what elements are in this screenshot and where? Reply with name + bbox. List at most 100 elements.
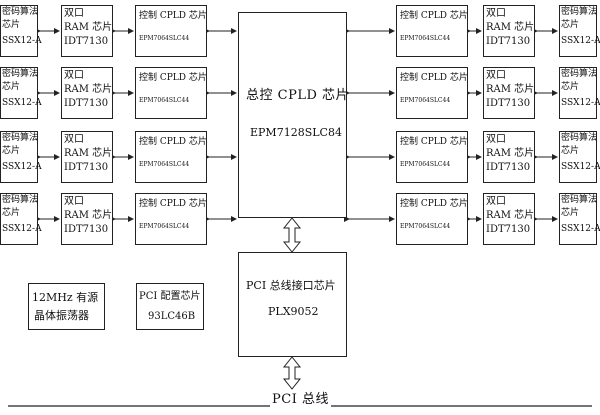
pci-config-box: [136, 283, 204, 330]
control-cpld-part: EPM7064SLC44: [139, 161, 190, 168]
control-cpld-part: EPM7064SLC44: [139, 97, 190, 104]
crypto-chip-line1: 密码算法: [561, 7, 598, 17]
dual-ram-box-left-1: [61, 5, 113, 57]
master-cpld-part: EPM7128SLC84: [250, 126, 342, 139]
crypto-chip-box-left-4: [0, 193, 38, 245]
dual-ram-line3: IDT7130: [64, 224, 109, 235]
crypto-chip-line3: SSX12-A: [2, 98, 42, 108]
control-cpld-box-left-4: [135, 193, 207, 245]
control-cpld-box-right-4: [396, 193, 468, 245]
crypto-chip-box-left-1: [0, 5, 38, 57]
crypto-chip-line2: 芯片: [561, 208, 580, 218]
dual-ram-line2: RAM 芯片: [64, 22, 113, 33]
control-cpld-line1: 控制 CPLD 芯片: [400, 199, 468, 209]
crypto-chip-line3: SSX12-A: [561, 36, 600, 46]
dual-ram-line1: 双口: [486, 8, 506, 19]
dual-ram-line3: IDT7130: [64, 162, 109, 173]
crypto-chip-line2: 芯片: [561, 146, 580, 156]
dual-ram-box-right-4: [483, 193, 535, 245]
dual-ram-line2: RAM 芯片: [486, 84, 535, 95]
dual-ram-line1: 双口: [64, 70, 84, 81]
crypto-chip-line1: 密码算法: [561, 69, 598, 79]
control-cpld-line1: 控制 CPLD 芯片: [139, 11, 207, 21]
crypto-chip-line1: 密码算法: [2, 195, 39, 205]
control-cpld-line1: 控制 CPLD 芯片: [400, 73, 468, 83]
pci-interface-box: [238, 252, 347, 357]
pci-bus-label: PCI 总线: [270, 392, 331, 408]
dual-ram-line3: IDT7130: [486, 36, 531, 47]
control-cpld-part: EPM7064SLC44: [139, 223, 190, 230]
dual-ram-line1: 双口: [64, 196, 84, 207]
control-cpld-line1: 控制 CPLD 芯片: [139, 137, 207, 147]
control-cpld-line1: 控制 CPLD 芯片: [400, 11, 468, 21]
dual-ram-box-right-2: [483, 67, 535, 119]
pci-interface-part: PLX9052: [268, 305, 319, 318]
pci-config-part: 93LC46B: [148, 311, 196, 322]
crypto-chip-line3: SSX12-A: [561, 98, 600, 108]
control-cpld-box-left-3: [135, 131, 207, 183]
crypto-chip-line2: 芯片: [2, 20, 21, 30]
control-cpld-part: EPM7064SLC44: [400, 35, 451, 42]
control-cpld-part: EPM7064SLC44: [400, 223, 451, 230]
dual-ram-box-right-1: [483, 5, 535, 57]
control-cpld-box-right-2: [396, 67, 468, 119]
crypto-chip-line2: 芯片: [2, 82, 21, 92]
control-cpld-box-left-2: [135, 67, 207, 119]
crypto-chip-line1: 密码算法: [2, 69, 39, 79]
control-cpld-part: EPM7064SLC44: [400, 161, 451, 168]
dual-ram-line1: 双口: [486, 134, 506, 145]
dual-ram-line3: IDT7130: [486, 98, 531, 109]
cpld-pci-double-arrow: [282, 217, 302, 253]
dual-ram-line1: 双口: [486, 70, 506, 81]
oscillator-line2: 晶体振荡器: [34, 309, 89, 322]
master-cpld-box: [238, 12, 347, 218]
dual-ram-line2: RAM 芯片: [486, 210, 535, 221]
control-cpld-line1: 控制 CPLD 芯片: [139, 199, 207, 209]
crypto-chip-line3: SSX12-A: [2, 36, 42, 46]
crypto-chip-line1: 密码算法: [2, 133, 39, 143]
control-cpld-part: EPM7064SLC44: [139, 35, 190, 42]
control-cpld-line1: 控制 CPLD 芯片: [400, 137, 468, 147]
oscillator-line1: 12MHz 有源: [32, 291, 99, 304]
dual-ram-line1: 双口: [64, 8, 84, 19]
crypto-chip-box-left-2: [0, 67, 38, 119]
dual-ram-line3: IDT7130: [486, 162, 531, 173]
crypto-chip-line3: SSX12-A: [561, 162, 600, 172]
control-cpld-part: EPM7064SLC44: [400, 97, 451, 104]
crypto-chip-line1: 密码算法: [561, 195, 598, 205]
crypto-chip-line2: 芯片: [561, 20, 580, 30]
oscillator-box: [28, 283, 105, 330]
crypto-chip-box-right-1: [559, 5, 597, 57]
crypto-chip-line3: SSX12-A: [2, 224, 42, 234]
dual-ram-line3: IDT7130: [64, 98, 109, 109]
crypto-chip-box-right-3: [559, 131, 597, 183]
pci-config-title: PCI 配置芯片: [139, 291, 201, 302]
control-cpld-box-right-1: [396, 5, 468, 57]
dual-ram-line2: RAM 芯片: [486, 148, 535, 159]
pci-bus-double-arrow: [282, 356, 302, 390]
crypto-chip-line2: 芯片: [561, 82, 580, 92]
crypto-chip-line2: 芯片: [2, 208, 21, 218]
dual-ram-line2: RAM 芯片: [64, 148, 113, 159]
dual-ram-box-left-4: [61, 193, 113, 245]
crypto-chip-box-left-3: [0, 131, 38, 183]
dual-ram-box-left-3: [61, 131, 113, 183]
dual-ram-line2: RAM 芯片: [486, 22, 535, 33]
crypto-chip-box-right-2: [559, 67, 597, 119]
dual-ram-box-left-2: [61, 67, 113, 119]
control-cpld-line1: 控制 CPLD 芯片: [139, 73, 207, 83]
dual-ram-line2: RAM 芯片: [64, 84, 113, 95]
crypto-chip-line3: SSX12-A: [561, 224, 600, 234]
dual-ram-box-right-3: [483, 131, 535, 183]
crypto-chip-line3: SSX12-A: [2, 162, 42, 172]
dual-ram-line1: 双口: [64, 134, 84, 145]
crypto-chip-line1: 密码算法: [561, 133, 598, 143]
dual-ram-line2: RAM 芯片: [64, 210, 113, 221]
dual-ram-line3: IDT7130: [64, 36, 109, 47]
pci-interface-title: PCI 总线接口芯片: [246, 279, 336, 292]
crypto-chip-box-right-4: [559, 193, 597, 245]
crypto-chip-line1: 密码算法: [2, 7, 39, 17]
dual-ram-line3: IDT7130: [486, 224, 531, 235]
